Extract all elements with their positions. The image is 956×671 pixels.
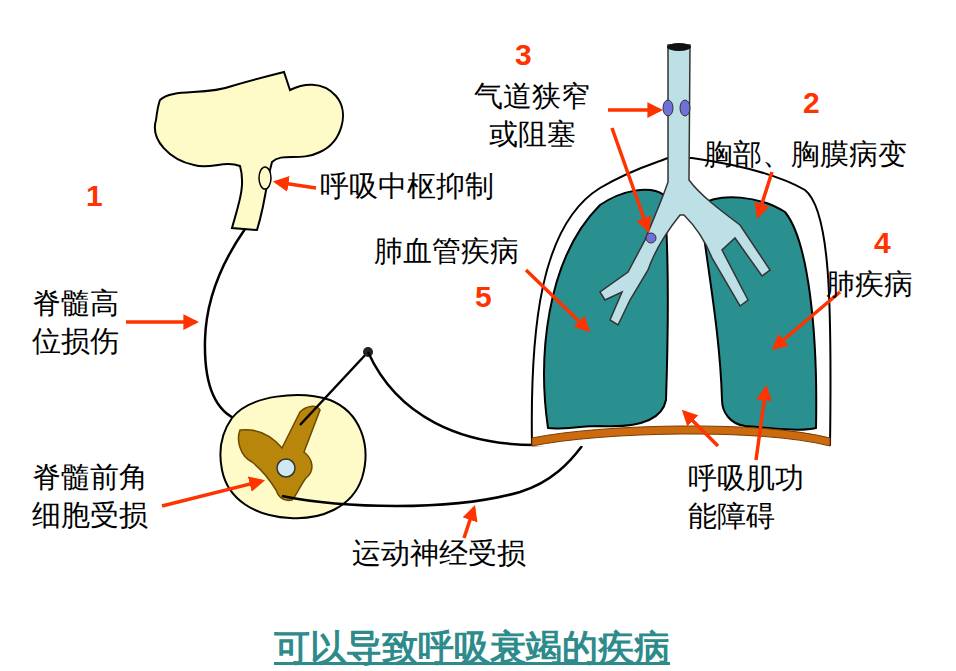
dorsal-root bbox=[300, 352, 368, 425]
left-lung bbox=[544, 190, 668, 429]
obstruction bbox=[663, 100, 673, 116]
spinal-cord bbox=[220, 395, 365, 518]
callout-number: 1 bbox=[86, 181, 103, 211]
callout-number: 3 bbox=[515, 40, 532, 70]
disease-label: 气道狭窄 或阻塞 bbox=[470, 78, 595, 153]
obstruction bbox=[646, 233, 656, 243]
motor-nerve bbox=[282, 446, 582, 506]
callout-number: 2 bbox=[803, 88, 820, 118]
obstruction bbox=[680, 100, 690, 116]
disease-label: 脊髓前角 细胞受损 bbox=[32, 459, 157, 534]
callout-number: 5 bbox=[475, 282, 492, 312]
spinal-tract bbox=[205, 229, 245, 420]
disease-label: 运动神经受损 bbox=[352, 535, 526, 573]
respiratory-center bbox=[259, 167, 271, 189]
grey-matter bbox=[239, 406, 321, 500]
callout-number: 4 bbox=[874, 228, 891, 258]
disease-label: 呼吸肌功 能障碍 bbox=[688, 460, 813, 535]
disease-label: 肺疾病 bbox=[826, 266, 913, 304]
trachea-top bbox=[667, 43, 691, 51]
disease-label: 呼吸中枢抑制 bbox=[320, 168, 494, 206]
pointer-arrows bbox=[126, 110, 840, 538]
title: 可以导致呼吸衰竭的疾病 bbox=[274, 626, 670, 669]
brain-outline bbox=[155, 72, 343, 230]
diaphragm bbox=[532, 426, 830, 446]
disease-label: 脊髓高 位损伤 bbox=[32, 285, 128, 360]
central-canal bbox=[277, 459, 295, 477]
disease-label: 胸部、胸膜病变 bbox=[704, 136, 907, 174]
disease-label: 肺血管疾病 bbox=[374, 233, 519, 271]
trachea bbox=[600, 45, 770, 325]
